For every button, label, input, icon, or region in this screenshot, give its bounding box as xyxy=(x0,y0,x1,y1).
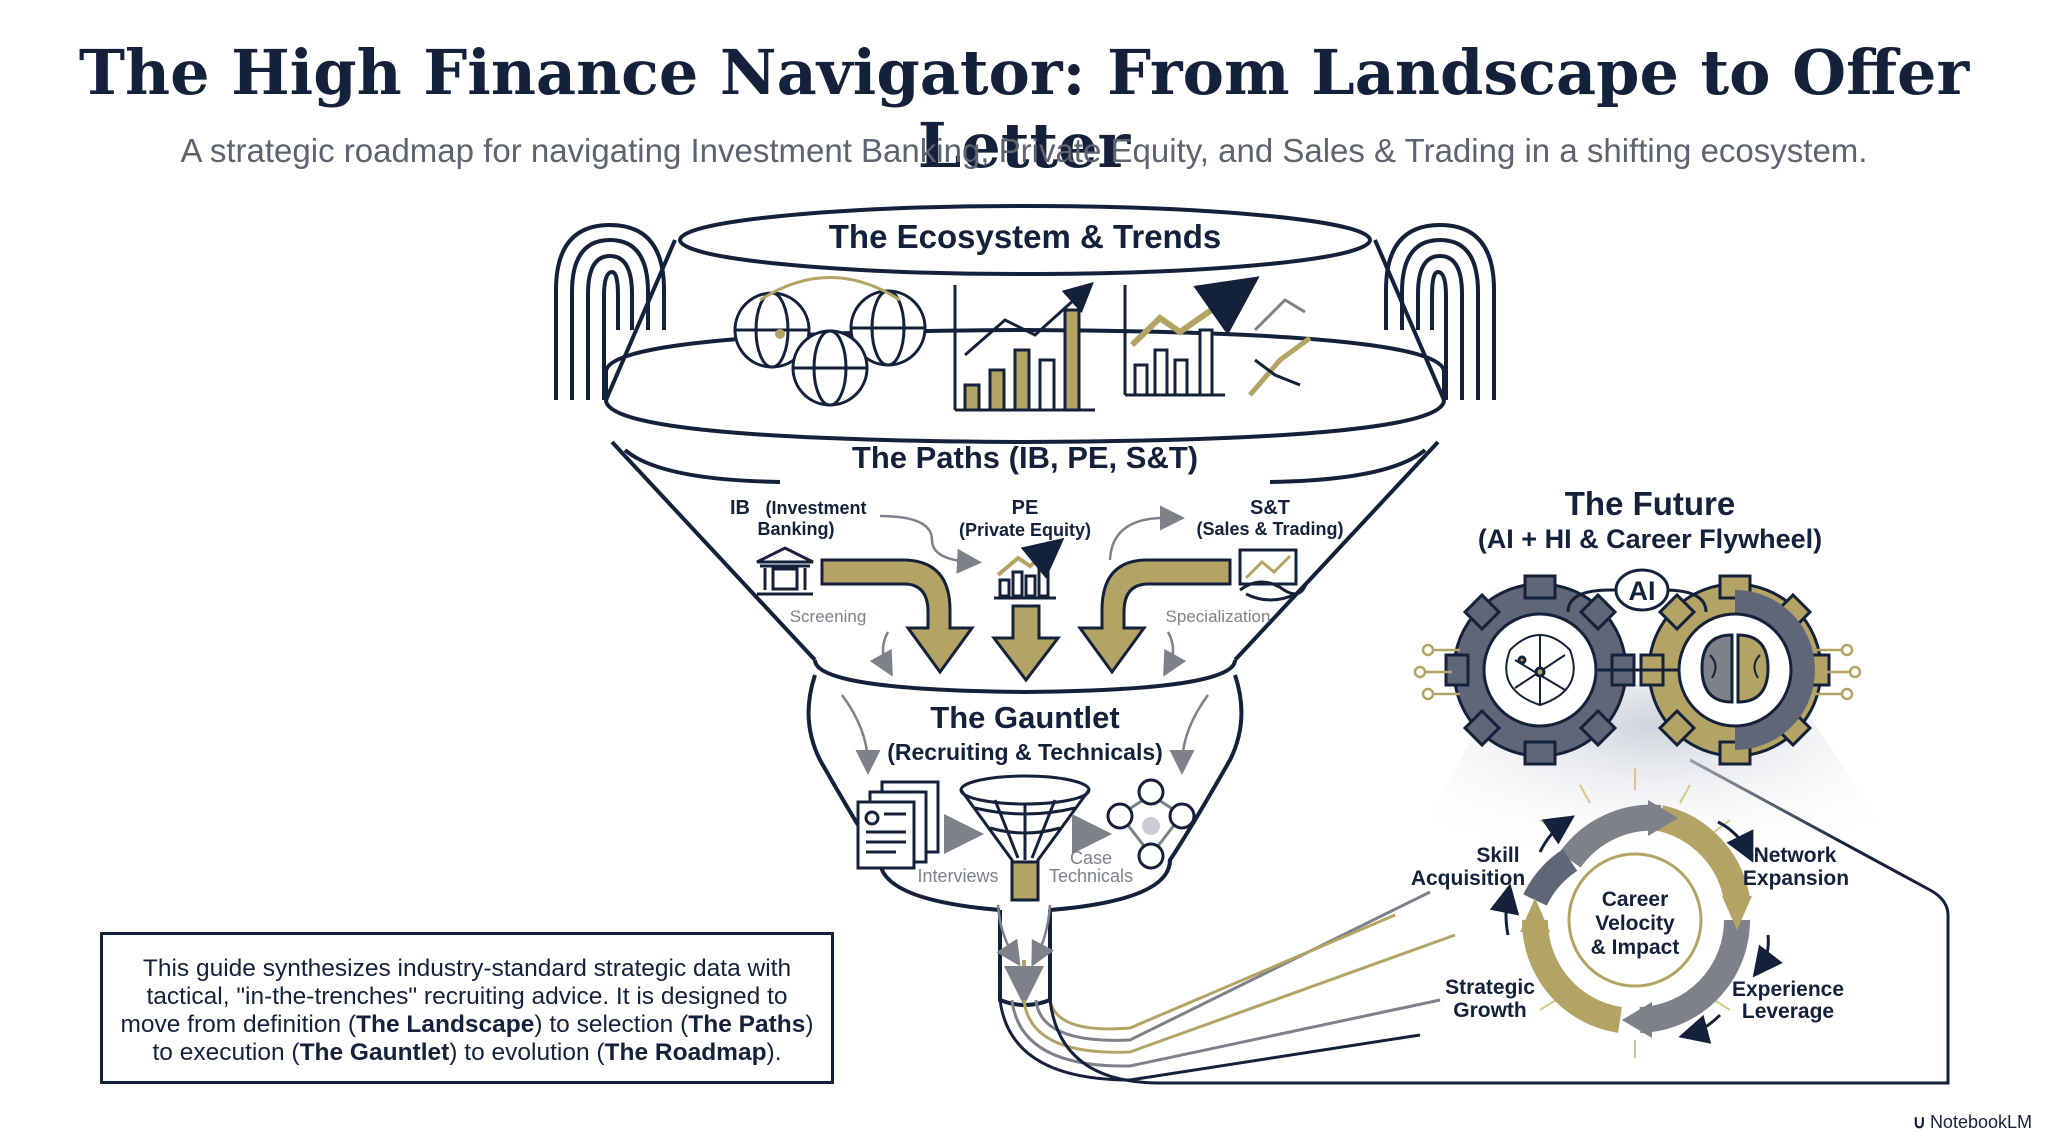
gauntlet-exit-arrows xyxy=(996,904,1055,1006)
flywheel-skill-line1: Skill xyxy=(1476,844,1519,867)
summary-line-3a: move from definition ( xyxy=(120,1011,357,1038)
flywheel-network-line2: Expansion xyxy=(1743,867,1849,890)
future-frame xyxy=(1048,758,1950,1085)
path-ib-detail-2: Banking) xyxy=(757,519,834,539)
pe-flow-arrow xyxy=(990,604,1062,683)
circuit-lines-left xyxy=(1413,643,1460,701)
path-ib-detail-1: (Investment xyxy=(765,498,866,518)
future-title: The Future xyxy=(1565,485,1736,522)
path-st-name: S&T xyxy=(1250,497,1290,519)
gauntlet-side-arrows xyxy=(840,694,1210,775)
resume-documents-icon xyxy=(856,780,940,870)
summary-line-3: move from definition (The Landscape) to … xyxy=(117,1011,817,1039)
summary-gauntlet: The Gauntlet xyxy=(299,1039,450,1066)
gauntlet-title: The Gauntlet xyxy=(930,700,1119,735)
page-subtitle: A strategic roadmap for navigating Inves… xyxy=(180,132,1868,169)
career-flywheel: Career Velocity & Impact xyxy=(1520,768,1752,1058)
flywheel-experience-line2: Leverage xyxy=(1742,1000,1834,1023)
summary-line-4c: ) to evolution ( xyxy=(449,1039,605,1066)
growth-bar-chart-icon xyxy=(953,281,1095,412)
path-connectors xyxy=(869,505,1187,677)
interview-network-icon xyxy=(1106,778,1196,870)
trend-chart-icon xyxy=(1123,276,1312,397)
summary-line-4e: ). xyxy=(766,1039,782,1066)
filter-funnel-icon xyxy=(959,774,1091,902)
summary-landscape: The Landscape xyxy=(356,1011,535,1038)
funnel-left-handle xyxy=(554,222,666,400)
summary-line-4: to execution (The Gauntlet) to evolution… xyxy=(117,1039,817,1067)
path-st-detail: (Sales & Trading) xyxy=(1196,519,1343,539)
gauntlet-step-case: Case xyxy=(1070,848,1112,868)
path-ib-name: IB xyxy=(730,497,750,519)
flywheel-center-2: Velocity xyxy=(1595,912,1675,935)
flywheel-strategic-line2: Growth xyxy=(1453,999,1527,1022)
notebooklm-brand: ∪NotebookLM xyxy=(1913,1112,2032,1133)
page-title: The High Finance Navigator: From Landsca… xyxy=(78,36,1970,182)
globes-icon xyxy=(733,276,927,407)
ai-network-gear-icon xyxy=(1444,574,1636,766)
gauntlet-step-technicals: Technicals xyxy=(1049,866,1133,886)
flywheel-network-line1: Network xyxy=(1754,844,1837,867)
summary-line-2: tactical, "in-the-trenches" recruiting a… xyxy=(146,983,788,1010)
handshake-screen-icon xyxy=(1238,548,1308,602)
path-ib-caption: Screening xyxy=(790,607,867,626)
path-pe-name: PE xyxy=(1012,497,1039,519)
ib-flow-arrow xyxy=(820,558,975,675)
notebooklm-logo-icon: ∪ xyxy=(1912,1112,1926,1132)
flywheel-center-1: Career xyxy=(1602,888,1669,911)
paths-title: The Paths (IB, PE, S&T) xyxy=(852,440,1198,475)
summary-line-4a: to execution ( xyxy=(152,1039,300,1066)
summary-paths: The Paths xyxy=(688,1011,806,1038)
flywheel-experience-line1: Experience xyxy=(1732,978,1844,1001)
st-flow-arrow xyxy=(1077,558,1232,675)
outflow-lines xyxy=(998,890,1456,1082)
bank-icon xyxy=(756,546,814,596)
pe-growth-icon xyxy=(994,537,1065,600)
summary-line-3e: ) xyxy=(805,1011,814,1038)
gauntlet-subtitle: (Recruiting & Technicals) xyxy=(887,739,1163,765)
summary-roadmap: The Roadmap xyxy=(604,1039,767,1066)
summary-line-1: This guide synthesizes industry-standard… xyxy=(142,955,792,982)
flywheel-outer-arrows xyxy=(1489,815,1783,1044)
gauntlet-step-interviews: Interviews xyxy=(917,866,998,886)
ai-badge: AI xyxy=(1614,568,1670,612)
path-pe-detail: (Private Equity) xyxy=(959,520,1091,540)
flywheel-strategic-line1: Strategic xyxy=(1445,976,1535,999)
summary-line-3c: ) to selection ( xyxy=(534,1011,689,1038)
ecosystem-title: The Ecosystem & Trends xyxy=(829,218,1221,255)
flywheel-center-3: & Impact xyxy=(1591,936,1680,959)
summary-note: This guide synthesizes industry-standard… xyxy=(100,932,834,1084)
flywheel-skill-line2: Acquisition xyxy=(1411,867,1525,890)
human-brain-gear-icon xyxy=(1639,574,1831,766)
ai-badge-label: AI xyxy=(1629,576,1656,606)
brand-label: NotebookLM xyxy=(1929,1112,2032,1132)
future-subtitle: (AI + HI & Career Flywheel) xyxy=(1478,524,1822,554)
circuit-lines-right xyxy=(1815,643,1862,701)
path-st-caption: Specialization xyxy=(1166,607,1271,626)
funnel-right-handle xyxy=(1384,222,1496,400)
